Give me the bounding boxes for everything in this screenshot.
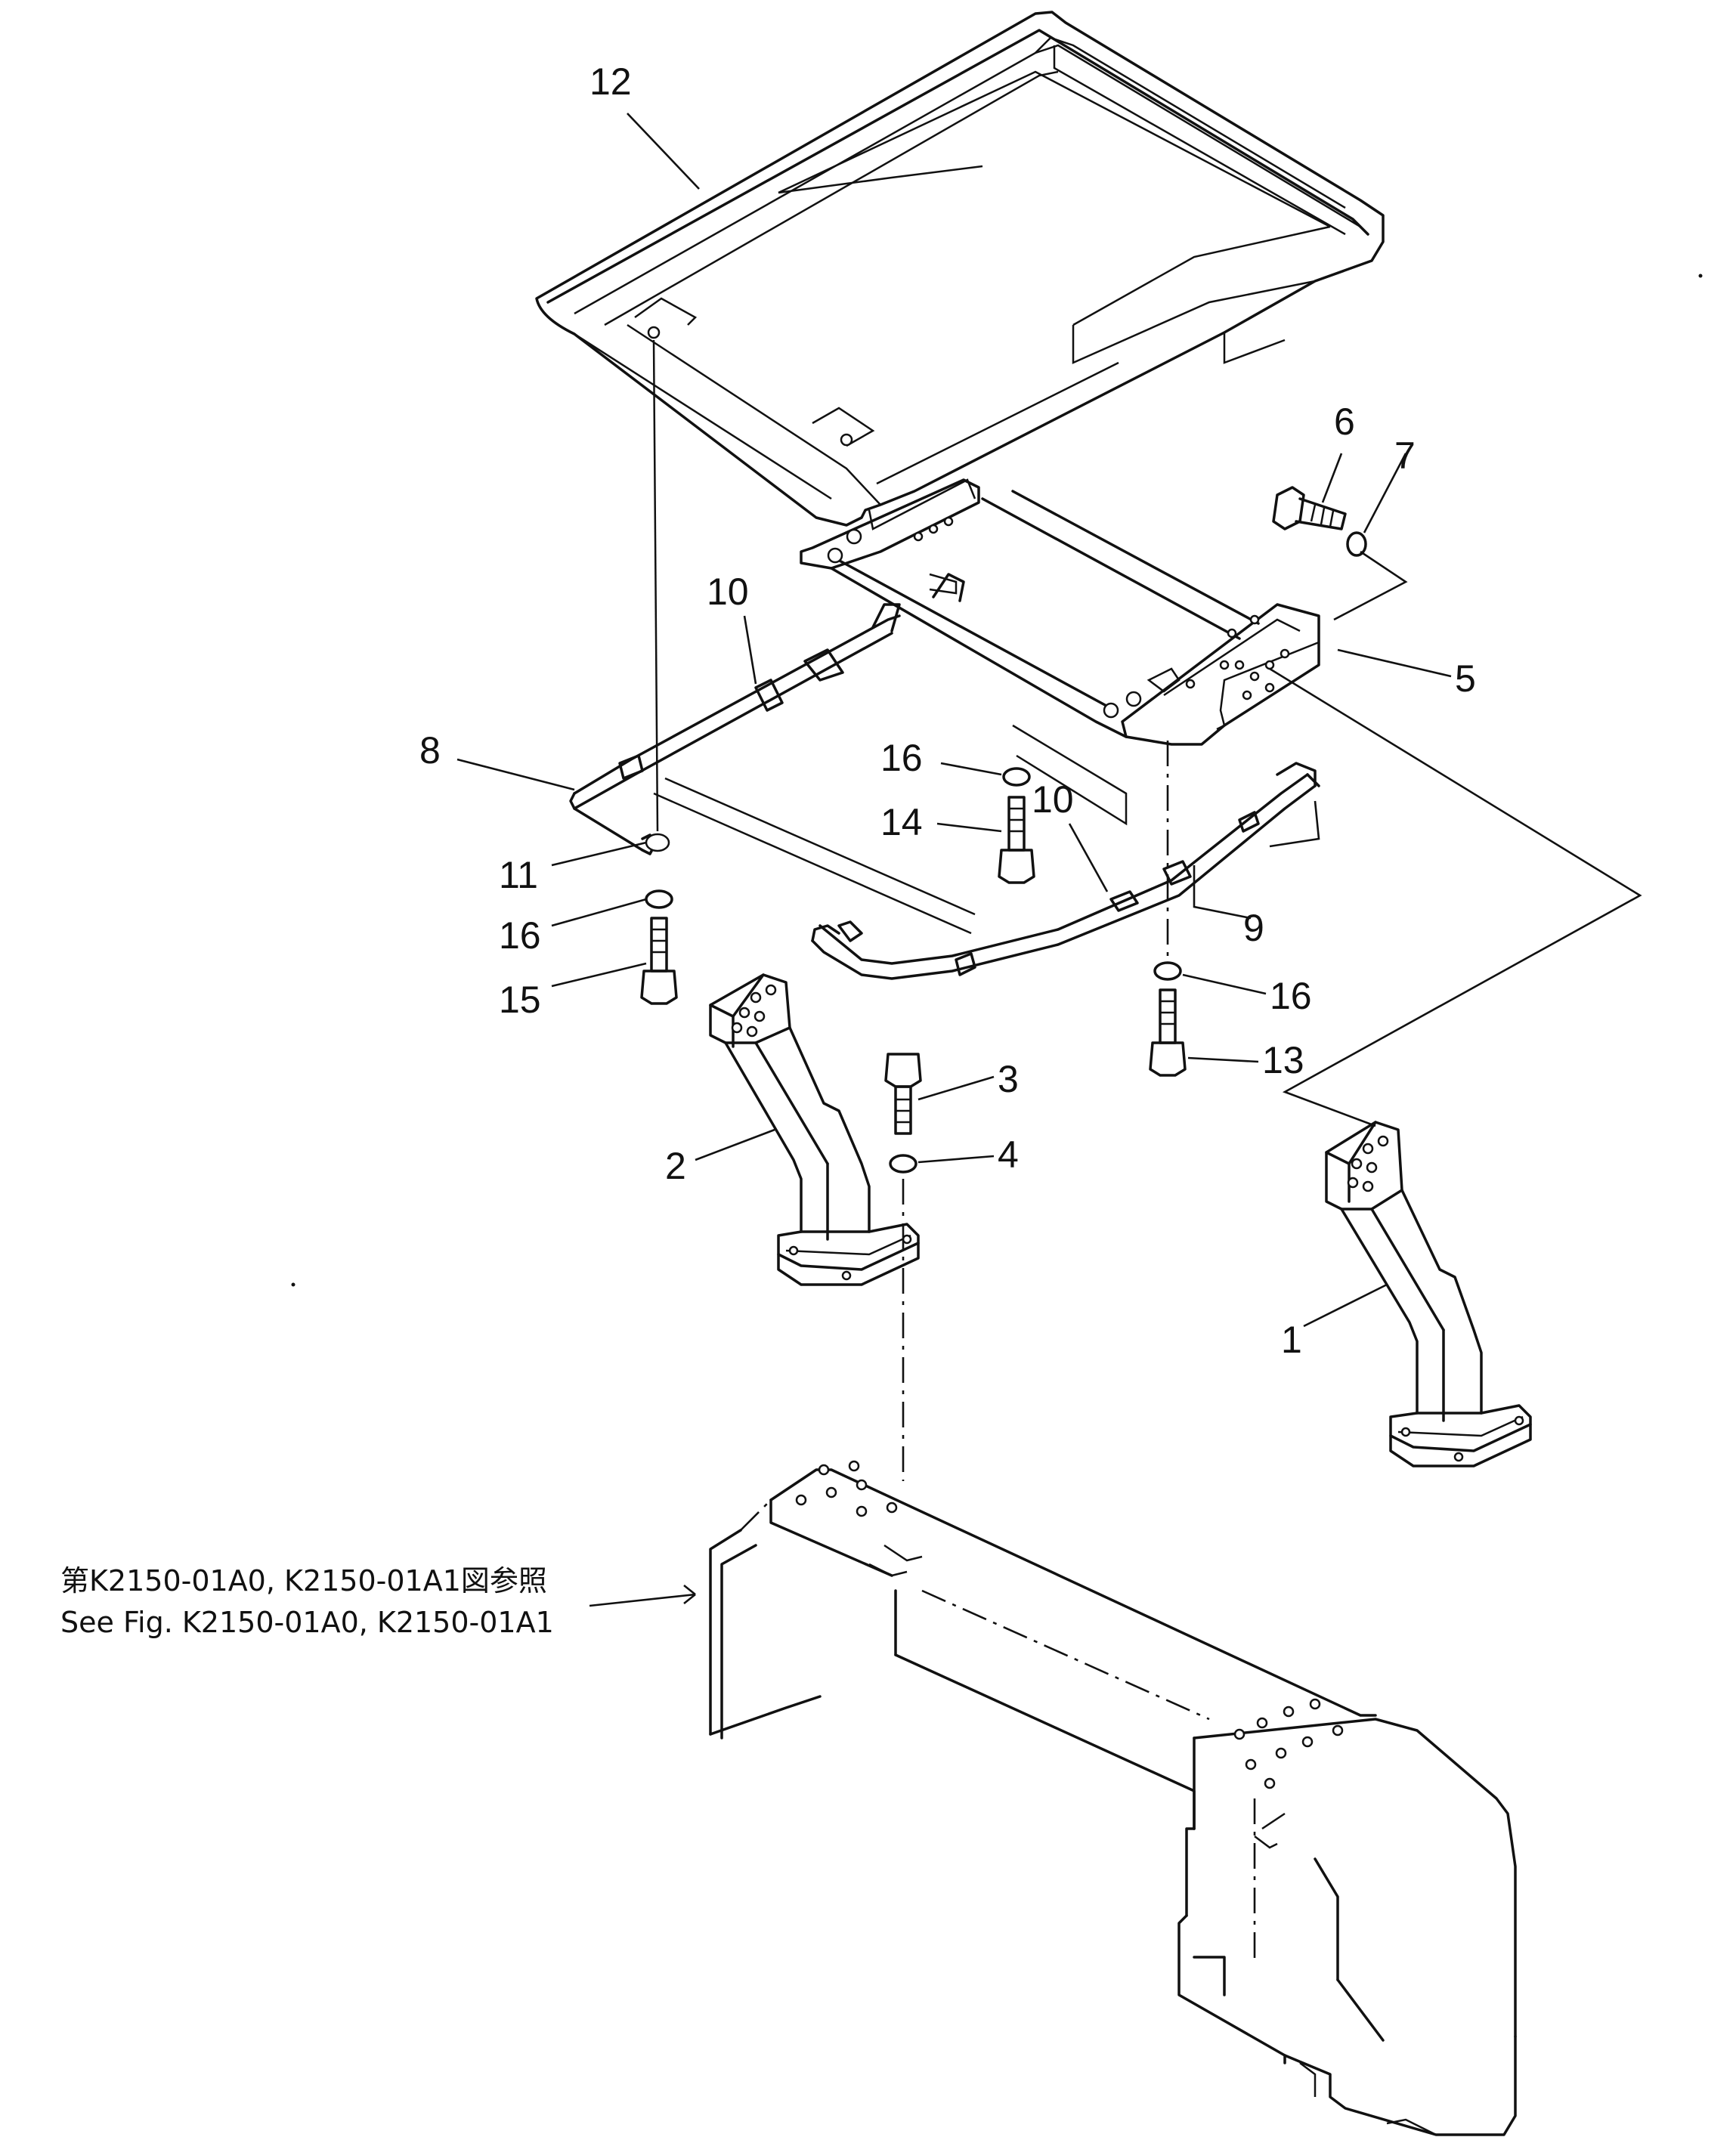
reference-frame (709, 1460, 1517, 2136)
post-1 (1325, 1121, 1532, 1467)
callout-1: 1 (1281, 1319, 1302, 1361)
reference-text-english: See Fig. K2150-01A0, K2150-01A1 (60, 1606, 554, 1639)
callout-3: 3 (998, 1058, 1019, 1100)
callout-10-upper: 10 (707, 571, 749, 613)
stray-dot (1698, 274, 1703, 278)
callout-6: 6 (1334, 400, 1355, 443)
washer-16-right (1153, 961, 1182, 981)
callout-15: 15 (499, 979, 541, 1021)
callout-5: 5 (1455, 657, 1476, 700)
reference-note: 第K2150-01A0, K2150-01A1図参照 See Fig. K215… (60, 1564, 554, 1639)
callout-16-right: 16 (1270, 975, 1312, 1017)
bolt-13 (1149, 988, 1187, 1077)
assembly-lines (652, 339, 1642, 1481)
callout-4: 4 (998, 1133, 1019, 1176)
washer-16-left (645, 889, 673, 909)
canopy-roof (535, 11, 1385, 530)
bolt-15 (640, 917, 678, 1005)
front-handrail (811, 762, 1320, 980)
bolt-6 (1272, 486, 1347, 530)
bolt-14 (998, 796, 1035, 884)
callout-labels: 12 6 7 10 5 8 16 14 10 11 16 9 15 16 3 1… (419, 60, 1476, 1361)
washer-7 (1346, 531, 1367, 557)
washer-4 (889, 1154, 918, 1174)
callout-13: 13 (1262, 1039, 1304, 1081)
callout-8: 8 (419, 729, 441, 772)
callout-12: 12 (589, 60, 632, 103)
callout-14: 14 (880, 801, 923, 843)
stray-dot (291, 1282, 296, 1287)
bolt-3 (884, 1053, 922, 1135)
mounting-frame (800, 478, 1320, 746)
callout-11: 11 (499, 854, 538, 896)
leader-lines (456, 113, 1452, 1607)
callout-10-lower: 10 (1032, 778, 1074, 821)
callout-2: 2 (665, 1145, 686, 1187)
post-2 (709, 973, 920, 1286)
callout-16-upper: 16 (880, 737, 923, 779)
callout-16-left: 16 (499, 914, 541, 957)
reference-text-japanese: 第K2150-01A0, K2150-01A1図参照 (60, 1564, 547, 1597)
washer-16-upper (1002, 767, 1031, 787)
callout-7: 7 (1394, 435, 1416, 477)
callout-9: 9 (1243, 907, 1264, 949)
